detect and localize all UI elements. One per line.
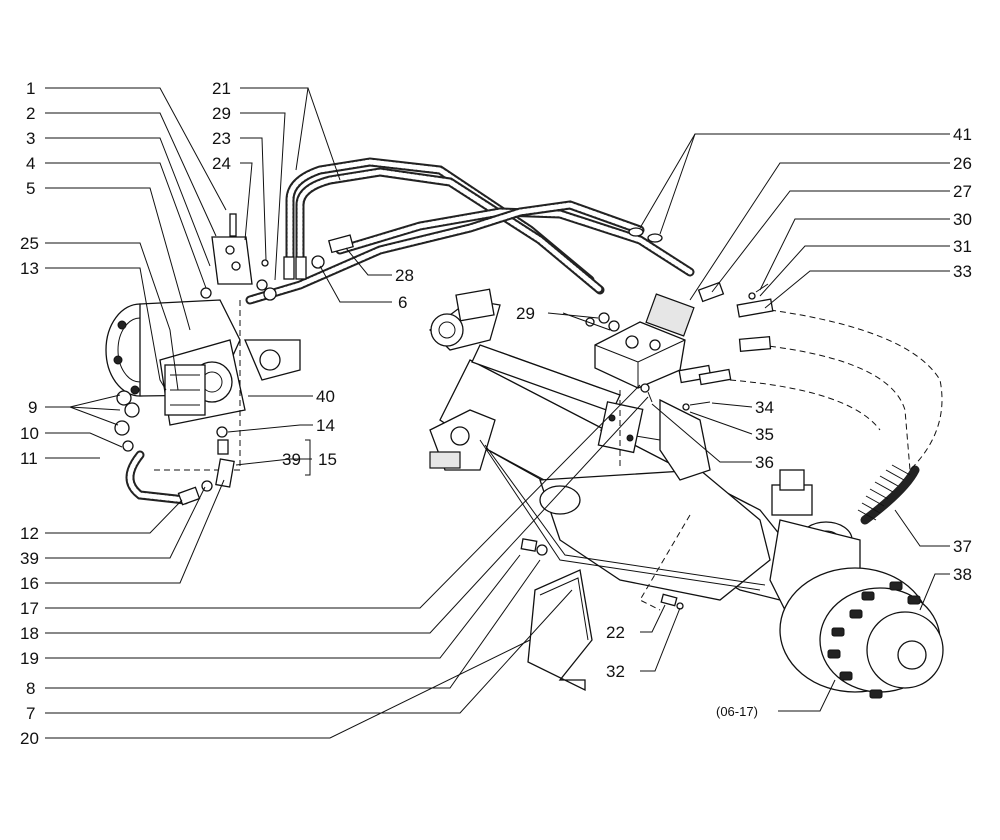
callout-30: 30 (953, 210, 972, 229)
callout-33: 33 (953, 262, 972, 281)
callout-22: 22 (606, 623, 625, 642)
callout-20: 20 (20, 729, 39, 748)
callout-labels: 1 2 3 4 5 25 13 9 10 11 12 39 16 17 18 1… (20, 79, 972, 748)
callout-3: 3 (26, 129, 35, 148)
callout-4: 4 (26, 154, 35, 173)
callout-15: 15 (318, 450, 337, 469)
callout-25: 25 (20, 234, 39, 253)
leader-lines (45, 87, 950, 739)
callout-32: 32 (606, 662, 625, 681)
steering-motor-assembly (105, 299, 301, 452)
callout-24: 24 (212, 154, 231, 173)
callout-29-mid: 29 (516, 304, 535, 323)
callout-2: 2 (26, 104, 35, 123)
callout-12: 12 (20, 524, 39, 543)
valve-block (585, 227, 774, 411)
callout-13: 13 (20, 259, 39, 278)
hose-bracket (200, 213, 269, 299)
callout-5: 5 (26, 179, 35, 198)
callout-17: 17 (20, 599, 39, 618)
callout-38: 38 (953, 565, 972, 584)
callout-28: 28 (395, 266, 414, 285)
guard-plate (520, 538, 684, 692)
callout-26: 26 (953, 154, 972, 173)
callout-9: 9 (28, 398, 37, 417)
callout-6: 6 (398, 293, 407, 312)
callout-7: 7 (26, 704, 35, 723)
callout-23: 23 (212, 129, 231, 148)
callout-18: 18 (20, 624, 39, 643)
callout-8: 8 (26, 679, 35, 698)
callout-11: 11 (20, 449, 38, 468)
callout-36: 36 (755, 453, 774, 472)
callout-41: 41 (953, 125, 972, 144)
wheel-hub (779, 567, 944, 699)
callout-39-mid: 39 (282, 450, 301, 469)
callout-10: 10 (20, 424, 39, 443)
callout-37: 37 (953, 537, 972, 556)
callout-19: 19 (20, 649, 39, 668)
callout-35: 35 (755, 425, 774, 444)
callout-39-left: 39 (20, 549, 39, 568)
hose-fittings (177, 234, 354, 506)
callout-34: 34 (755, 398, 774, 417)
callout-29-top: 29 (212, 104, 231, 123)
callout-27: 27 (953, 182, 972, 201)
reference-label: (06-17) (716, 704, 758, 719)
callout-14: 14 (316, 416, 335, 435)
callout-16: 16 (20, 574, 39, 593)
callout-31: 31 (953, 237, 972, 256)
callout-1: 1 (26, 79, 35, 98)
callout-40: 40 (316, 387, 335, 406)
callout-21: 21 (212, 79, 231, 98)
hydraulic-hoses (125, 157, 943, 525)
